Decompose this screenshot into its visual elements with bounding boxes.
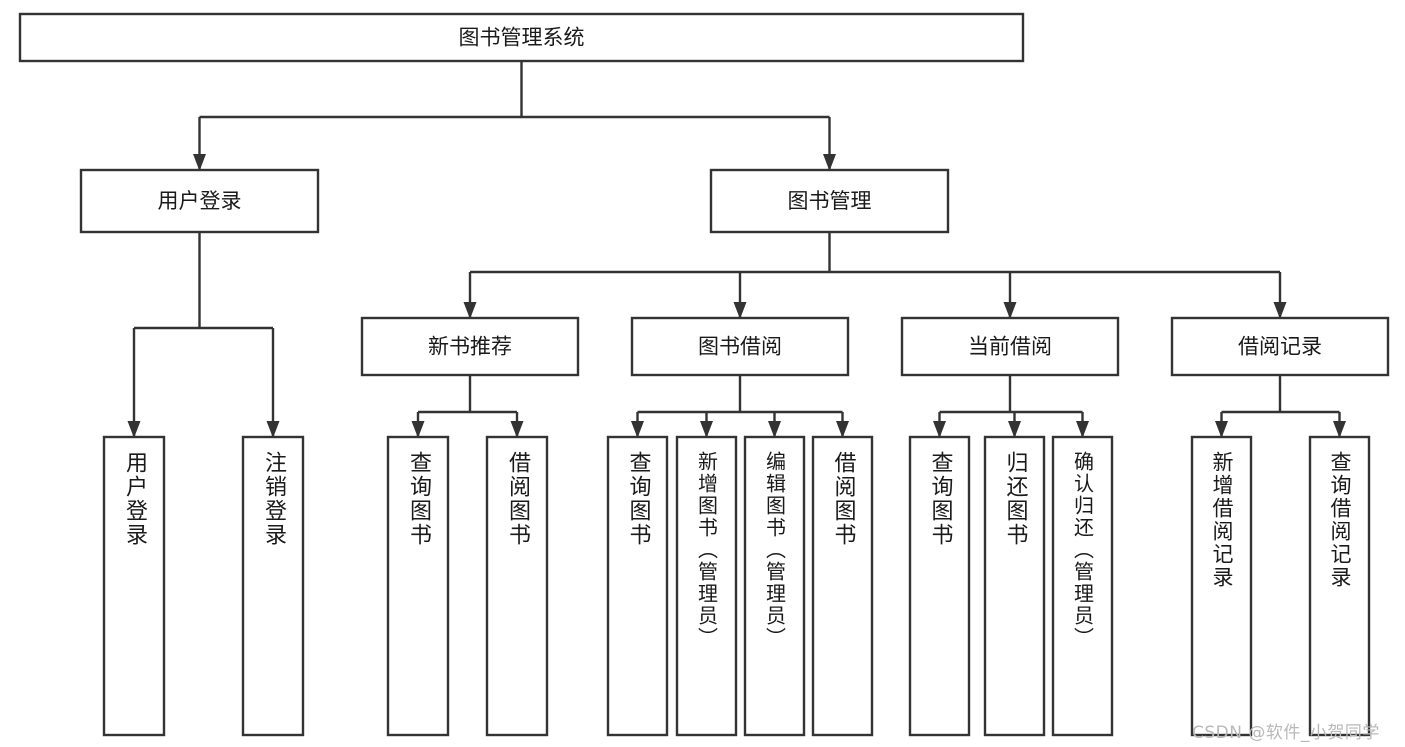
node-root[interactable]	[18, 12, 1025, 63]
node-l2-0[interactable]	[79, 168, 320, 234]
csdn-watermark: CSDN @软件_小贺同学	[1192, 723, 1380, 743]
leaf-user-1[interactable]	[241, 435, 305, 737]
leaf-g1-2[interactable]	[743, 435, 806, 737]
leaf-g0-1[interactable]	[485, 435, 549, 737]
node-l3-3-label: 借阅记录	[1238, 335, 1322, 359]
leaf-g2-1[interactable]	[983, 435, 1046, 737]
l3-1-arrow-0	[631, 421, 644, 438]
leaf-g3-0[interactable]	[1190, 435, 1253, 737]
l2-1-arrow-3	[1273, 302, 1287, 319]
l3-3-arrow-0	[1215, 421, 1228, 438]
leaf-g1-3[interactable]	[811, 435, 874, 737]
leaf-g0-0[interactable]	[386, 435, 450, 737]
node-box-layer	[18, 12, 1390, 737]
node-l3-2[interactable]	[900, 316, 1120, 377]
l3-1-arrow-2	[768, 421, 781, 438]
leaf-g2-2[interactable]	[1051, 435, 1114, 737]
node-l2-1-label: 图书管理	[788, 189, 872, 213]
leaf-user-0[interactable]	[102, 435, 166, 737]
l3-1-arrow-3	[836, 421, 849, 438]
node-l3-2-label: 当前借阅	[968, 335, 1052, 359]
l2-1-arrow-2	[1003, 302, 1017, 319]
root-arrow-1	[823, 154, 836, 171]
node-l3-3[interactable]	[1170, 316, 1390, 377]
leaf-g2-0[interactable]	[908, 435, 971, 737]
node-l3-1-label: 图书借阅	[698, 335, 782, 359]
l3-2-arrow-0	[933, 421, 946, 438]
l3-1-arrow-1	[700, 421, 713, 438]
l3-2-arrow-1	[1008, 421, 1021, 438]
leaf-g1-1[interactable]	[675, 435, 738, 737]
l3-3-arrow-1	[1333, 421, 1346, 438]
node-root-label: 图书管理系统	[459, 26, 585, 50]
l2-0-arrow-1	[266, 421, 280, 438]
node-l3-0[interactable]	[360, 316, 580, 377]
l3-0-arrow-1	[510, 421, 524, 438]
leaf-g1-0[interactable]	[606, 435, 669, 737]
l3-0-arrow-0	[411, 421, 425, 438]
node-l3-0-label: 新书推荐	[428, 335, 512, 359]
leaf-g3-1[interactable]	[1308, 435, 1371, 737]
connector-layer	[127, 61, 1346, 438]
l2-1-arrow-1	[733, 302, 747, 319]
node-l3-1[interactable]	[630, 316, 850, 377]
l2-1-arrow-0	[463, 302, 477, 319]
node-l2-0-label: 用户登录	[158, 189, 242, 213]
l2-0-arrow-0	[127, 421, 141, 438]
root-arrow-0	[193, 154, 206, 171]
node-l2-1[interactable]	[709, 168, 950, 234]
l3-2-arrow-2	[1076, 421, 1089, 438]
